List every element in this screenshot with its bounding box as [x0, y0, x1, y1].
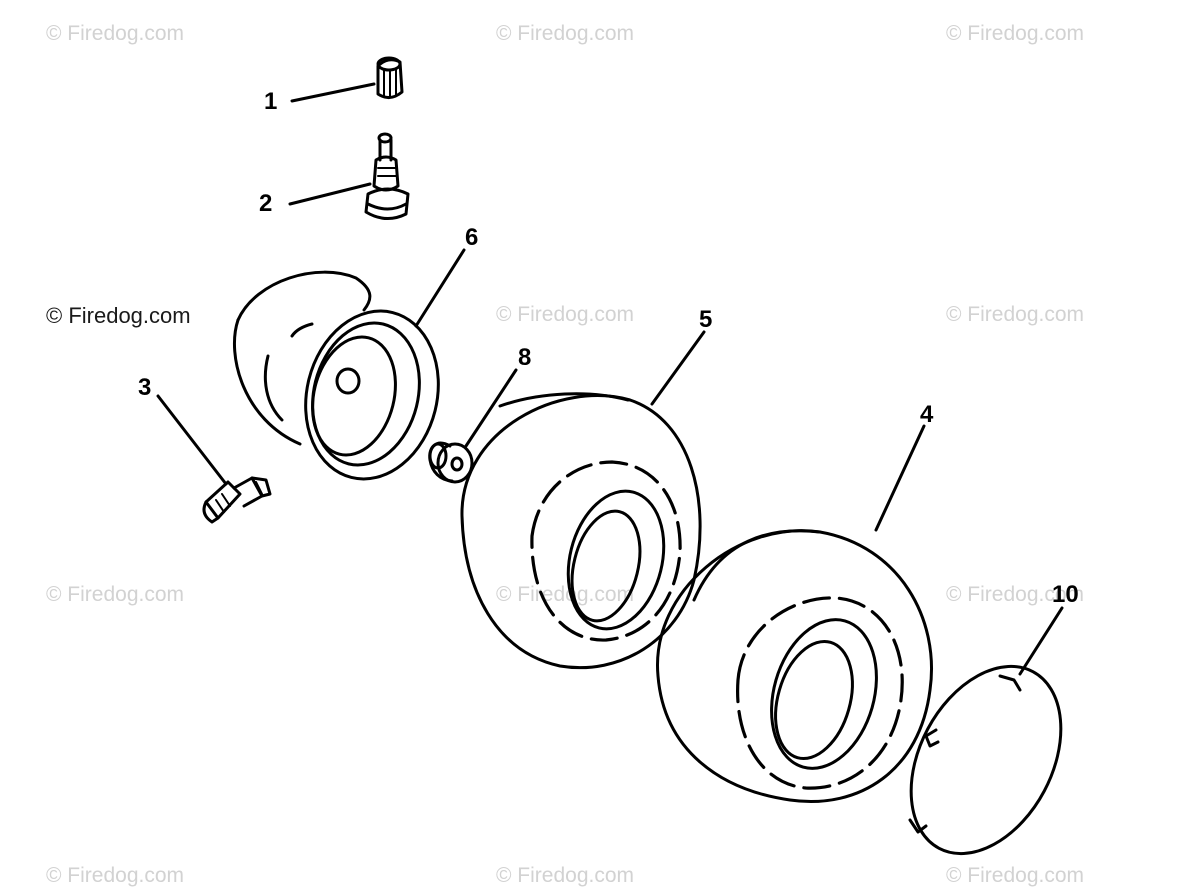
watermark: © Firedog.com: [946, 22, 1085, 45]
watermark: © Firedog.com: [496, 583, 635, 606]
watermark: © Firedog.com: [946, 864, 1085, 887]
callout-6: 6: [465, 224, 479, 251]
callout-4: 4: [920, 401, 934, 428]
callout-3: 3: [138, 374, 152, 401]
watermark: © Firedog.com: [946, 303, 1085, 326]
callout-1: 1: [264, 88, 278, 115]
leader-8: [464, 368, 518, 448]
watermark: © Firedog.com: [946, 583, 1085, 606]
leader-1: [290, 82, 376, 103]
callout-10: 10: [1052, 581, 1079, 608]
leader-2: [288, 182, 372, 206]
part-2-valve-stem: [364, 132, 410, 220]
leader-4: [874, 424, 926, 532]
callout-2: 2: [259, 190, 273, 217]
leader-10: [1018, 606, 1064, 676]
part-3-lug-bolt: [202, 476, 272, 524]
watermark: © Firedog.com: [496, 864, 635, 887]
watermark: © Firedog.com: [46, 864, 185, 887]
watermark: © Firedog.com: [496, 22, 635, 45]
callout-5: 5: [699, 306, 713, 333]
watermark: © Firedog.com: [46, 303, 191, 328]
part-8-bearing: [428, 441, 474, 484]
part-5-tire: [460, 392, 702, 670]
part-10-hub-cap: [908, 664, 1063, 856]
leader-3: [156, 394, 228, 486]
callout-8: 8: [518, 344, 532, 371]
part-1-valve-cap: [376, 56, 404, 99]
watermark: © Firedog.com: [46, 22, 185, 45]
part-4-tire: [656, 529, 933, 803]
watermark: © Firedog.com: [496, 303, 635, 326]
watermark: © Firedog.com: [46, 583, 185, 606]
part-6-wheel-rim: [233, 270, 440, 481]
leader-lines: [156, 82, 1064, 676]
leader-5: [650, 330, 706, 406]
leader-6: [414, 248, 466, 328]
